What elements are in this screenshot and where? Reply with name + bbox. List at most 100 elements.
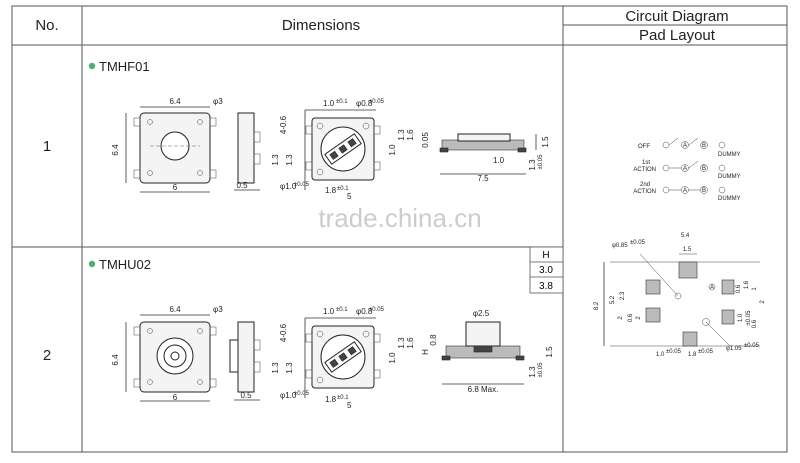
- dim-label: 1.0: [388, 144, 397, 156]
- pad-dim: 1.5: [683, 247, 692, 253]
- dim-label: 0.5: [240, 391, 252, 400]
- dim-tolerance: ±0.05: [294, 182, 310, 188]
- dim-label: 1.3: [397, 337, 406, 349]
- dim-label: φ3: [213, 305, 223, 314]
- dim-label: 1.0: [493, 156, 505, 165]
- model-bullet-icon: [88, 62, 96, 70]
- circuit-node-a: A: [683, 166, 687, 172]
- circuit-label-dummy: DUMMY: [718, 196, 741, 202]
- dim-label: φ2.5: [473, 309, 490, 318]
- pad-dim: 1.8: [688, 352, 697, 358]
- dim-label: H: [421, 349, 430, 355]
- pad-layout: 5.4 φ0.85 ±0.05 1.5 A 8.2 5.2 2.3 2 0.6 …: [594, 233, 766, 358]
- dim-label: 1.0: [323, 307, 335, 316]
- dim-tolerance: ±0.1: [337, 395, 349, 401]
- pad-dim-tolerance: ±0.05: [630, 240, 646, 246]
- dim-label: 1.0: [388, 352, 397, 364]
- dim-label: 1.5: [541, 136, 550, 148]
- circuit-node-b: B: [702, 166, 706, 172]
- pad-dim: 0.6: [736, 284, 742, 293]
- dim-label: 1.3: [271, 154, 280, 166]
- circuit-label-dummy: DUMMY: [718, 152, 741, 158]
- pad-dim-tolerance: ±0.05: [746, 310, 752, 326]
- dim-label: 1.6: [406, 337, 415, 349]
- dim-label: 1.3: [271, 362, 280, 374]
- pad-dim: 2: [618, 316, 624, 320]
- pad-dim: 2.3: [620, 291, 626, 300]
- header-dimensions: Dimensions: [282, 17, 360, 34]
- row-1-number: 1: [43, 138, 51, 155]
- dim-label: 1.3: [397, 129, 406, 141]
- dim-label: 5: [347, 401, 352, 410]
- pad-dim-tolerance: ±0.05: [744, 343, 760, 349]
- circuit-node-a: A: [683, 143, 687, 149]
- table-grid: [11, 5, 788, 453]
- pad-rect: [682, 331, 698, 347]
- pad-dim: φ0.85: [612, 243, 628, 249]
- bottom-view-drawing: 4-0.6 1.0 ±0.1 φ0.8 ±0.05 1.3 1.3 1.0 1.…: [271, 307, 415, 410]
- top-view-drawing: 6.4 φ3 6.4 6: [111, 97, 223, 193]
- pad-dim: 1: [752, 287, 758, 291]
- header-no: No.: [35, 17, 58, 34]
- circuit-node-b: B: [702, 143, 706, 149]
- pad-dim: 2: [760, 300, 766, 304]
- circuit-node-b: B: [702, 188, 706, 194]
- dim-label: 0.8: [429, 334, 438, 346]
- side-view-drawing: 0.5: [229, 321, 261, 401]
- pad-dim: 1.0: [738, 313, 744, 322]
- dim-label: 0.5: [236, 181, 248, 190]
- dim-label: 6.4: [111, 144, 120, 156]
- header-circuit-diagram: Circuit Diagram: [625, 8, 728, 25]
- dim-label: 6: [173, 393, 178, 402]
- height-table-value: 3.0: [539, 265, 553, 276]
- row-2-drawings: 6.4 φ3 6.4 6 0.5: [111, 305, 554, 410]
- pad-rect: [721, 309, 735, 325]
- pad-dim: 5.2: [610, 295, 616, 304]
- row-1-drawings: 6.4 φ3 6.4 6 0.5: [111, 97, 550, 201]
- dim-tolerance: ±0.05: [294, 391, 310, 397]
- dim-tolerance: ±0.05: [538, 154, 544, 170]
- pad-dim: 1.0: [656, 352, 665, 358]
- watermark: trade.china.cn: [318, 203, 481, 233]
- dim-label: φ0.8: [356, 99, 373, 108]
- dim-label: φ1.0: [280, 391, 297, 400]
- dim-tolerance: ±0.1: [337, 186, 349, 192]
- dim-label: 1.3: [285, 154, 294, 166]
- bottom-view-drawing: 4-0.6 1.0 ±0.1 φ0.8 ±0.05 1.3 1.3 1.0 1.…: [271, 99, 415, 201]
- dim-label: 4-0.6: [279, 115, 288, 134]
- dim-label: 6.4: [111, 354, 120, 366]
- dim-label: 6: [173, 183, 178, 192]
- dim-label: 1.8: [325, 395, 337, 404]
- pad-dim: 2: [636, 316, 642, 320]
- dim-label: φ0.8: [356, 307, 373, 316]
- dim-label: φ3: [213, 97, 223, 106]
- dim-label: φ1.0: [280, 182, 297, 191]
- dim-label: 6.8 Max.: [468, 385, 499, 394]
- dim-label: 1.3: [285, 362, 294, 374]
- circuit-label-second: 2nd: [640, 182, 650, 188]
- dim-label: 0.05: [421, 132, 430, 148]
- side-view-drawing: 0.5: [234, 112, 261, 191]
- dim-label: 1.6: [406, 129, 415, 141]
- pad-rect: [678, 261, 698, 279]
- pad-rect: [645, 279, 661, 295]
- dim-label: 1.5: [545, 346, 554, 358]
- dim-label: 1.3: [528, 159, 537, 171]
- circuit-label-off: OFF: [638, 144, 650, 150]
- height-table-value: 3.8: [539, 281, 553, 292]
- pad-node-a: A: [710, 285, 714, 291]
- model-label-1: TMHF01: [99, 59, 150, 74]
- model-label-2: TMHU02: [99, 257, 151, 272]
- circuit-label-first: 1st: [642, 160, 650, 166]
- pad-dim-tolerance: ±0.05: [698, 349, 714, 355]
- profile-view-drawing: φ2.5 0.8 H 1.5 6.8 Max. 1.3 ±0.05: [421, 309, 554, 394]
- profile-view-drawing: 0.05 1.5 1.0 7.5 1.3 ±0.05: [421, 132, 550, 183]
- dim-tolerance: ±0.1: [336, 307, 348, 313]
- row-2-number: 2: [43, 347, 51, 364]
- dim-tolerance: ±0.05: [538, 362, 544, 378]
- pad-dim-tolerance: ±0.05: [666, 349, 682, 355]
- circuit-label-dummy: DUMMY: [718, 174, 741, 180]
- dim-label: 6.4: [169, 97, 181, 106]
